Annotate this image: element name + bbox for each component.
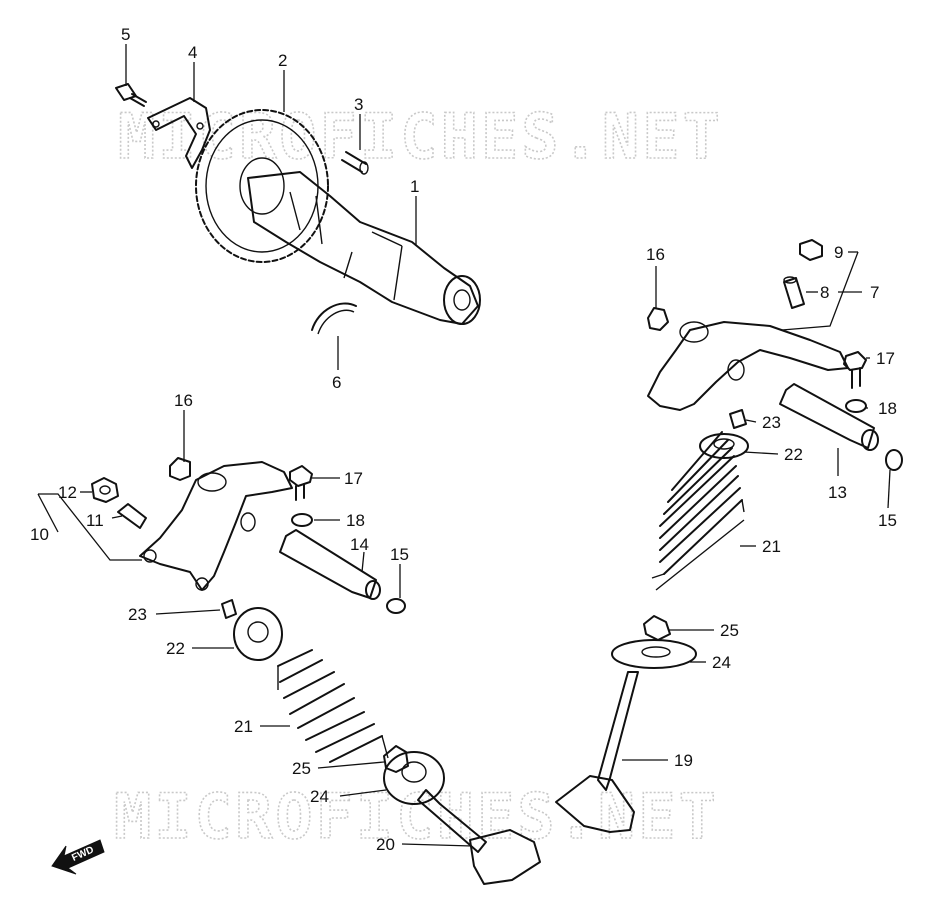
callout-24-left: 24 (310, 787, 329, 806)
callout-18-right: 18 (878, 399, 897, 418)
intake-valve (417, 789, 541, 885)
callout-25-right: 25 (720, 621, 739, 640)
rocker-shaft-right (779, 383, 879, 451)
callout-10: 10 (30, 525, 49, 544)
callout-6: 6 (332, 373, 341, 392)
callout-1: 1 (410, 177, 419, 196)
callout-4: 4 (188, 43, 197, 62)
callout-8: 8 (820, 283, 829, 302)
valve-cotter-right (729, 409, 747, 429)
spring-retainer-left (233, 607, 283, 661)
callout-14: 14 (350, 535, 369, 554)
leader-lines (37, 44, 891, 847)
callout-3: 3 (354, 95, 363, 114)
adjust-screw-left (117, 503, 147, 529)
valve-spring-left (277, 649, 389, 763)
washer-left (291, 513, 313, 527)
callout-22-left: 22 (166, 639, 185, 658)
callout-25-left: 25 (292, 759, 311, 778)
spring-seat-right (611, 639, 697, 669)
callout-17-right: 17 (876, 349, 895, 368)
fwd-arrow-icon: FWD (51, 839, 105, 875)
watermark-top: MICROFICHES.NET (118, 100, 723, 173)
plate-bolt (115, 83, 147, 107)
callout-15-right: 15 (878, 511, 897, 530)
callout-23-right: 23 (762, 413, 781, 432)
shaft-bolt-right (843, 351, 867, 389)
callout-21-left: 21 (234, 717, 253, 736)
callout-20: 20 (376, 835, 395, 854)
rocker-arm-intake (139, 461, 293, 591)
lock-nut-right (799, 239, 823, 261)
callout-16-left: 16 (174, 391, 193, 410)
camshaft-circlip (311, 302, 357, 335)
lock-nut-left (91, 477, 119, 503)
valve-cotter-left (221, 599, 237, 619)
shaft-circlip-left (386, 598, 406, 614)
callout-11: 11 (86, 511, 104, 530)
callout-23-left: 23 (128, 605, 147, 624)
callout-18-left: 18 (346, 511, 365, 530)
callout-numbers: 5 4 2 3 1 6 9 8 7 16 17 18 23 22 13 15 2… (30, 25, 897, 854)
callout-19: 19 (674, 751, 693, 770)
callout-5: 5 (121, 25, 130, 44)
callout-9: 9 (834, 243, 843, 262)
callout-7: 7 (870, 283, 879, 302)
spring-retainer-right (699, 433, 749, 459)
watermark-bottom: MICROFICHES.NET (114, 780, 719, 853)
rocker-shaft-left (279, 529, 381, 600)
cam-retainer-plate (147, 97, 211, 169)
stem-seal-right (643, 615, 671, 641)
callout-16-right: 16 (646, 245, 665, 264)
shaft-bolt-left (289, 465, 313, 501)
callout-22-right: 22 (784, 445, 803, 464)
tab-washer-left (169, 457, 191, 481)
tab-washer-right (647, 307, 669, 331)
shaft-circlip-right (885, 449, 903, 471)
callout-13: 13 (828, 483, 847, 502)
callout-15-left: 15 (390, 545, 409, 564)
camshaft (247, 171, 481, 325)
callout-24-right: 24 (712, 653, 731, 672)
callout-2: 2 (278, 51, 287, 70)
adjust-screw-right (783, 276, 805, 309)
washer-right (845, 399, 867, 413)
callout-17-left: 17 (344, 469, 363, 488)
stem-seal-left (383, 745, 409, 773)
rocker-arm-exhaust (647, 321, 849, 411)
callout-21-right: 21 (762, 537, 781, 556)
valve-spring-right (651, 431, 745, 591)
callout-12: 12 (58, 483, 77, 502)
spring-seat-left (383, 751, 445, 805)
exhaust-valve (555, 671, 639, 833)
dowel-pin (341, 151, 369, 175)
